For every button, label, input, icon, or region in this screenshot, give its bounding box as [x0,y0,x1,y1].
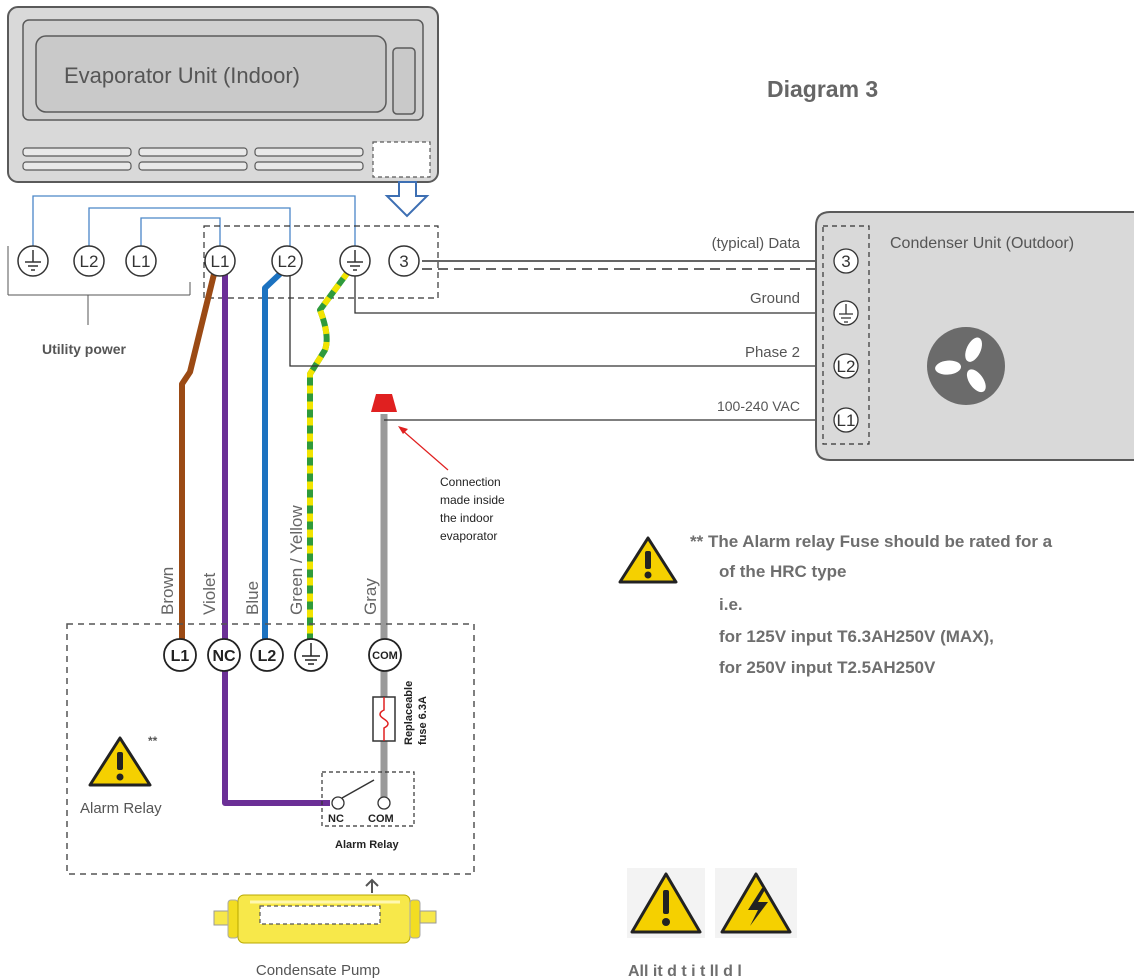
utility-power-terminals: Utility power L2 L1 [7,245,191,357]
svg-text:COM: COM [372,650,398,662]
relay-nc-terminal: NC [207,638,241,672]
warning-icon [88,736,152,787]
condenser-lines [289,260,830,421]
svg-text:of the HRC type: of the HRC type [719,562,847,581]
pump-label: Condensate Pump [256,962,380,979]
green-yellow-wire [307,270,351,650]
svg-text:NC: NC [212,648,236,665]
violet-wire [222,272,330,806]
relay-com-terminal: COM [368,638,402,672]
fuse-note-warning-icon [618,536,678,584]
svg-text:made inside: made inside [440,493,505,507]
relay-switch: NC COM Alarm Relay [321,771,415,851]
svg-text:COM: COM [368,813,394,825]
connection-note: Connection made inside the indoor evapor… [440,475,505,543]
ground-icon [302,643,320,665]
svg-text:the indoor: the indoor [440,511,493,525]
wire-color-labels: Brown Violet Blue Green / Yellow Gray [158,505,380,615]
evap-3-terminal: 3 [388,245,420,277]
condenser-label: Condenser Unit (Outdoor) [890,235,1074,252]
svg-text:Connection: Connection [440,475,501,489]
electric-hazard-icon [715,868,797,938]
relay-ground-terminal [294,638,328,672]
down-arrow-icon [384,181,430,218]
cond-3-terminal: 3 [833,248,859,274]
evaporator-label: Evaporator Unit (Indoor) [64,63,300,88]
relay-l2-terminal: L2 [250,638,284,672]
svg-text:NC: NC [328,813,344,825]
evap-ground-terminal [339,245,371,277]
condensate-pump [213,878,437,944]
phase2-line-label: Phase 2 [745,344,800,361]
condenser-unit: Condenser Unit (Outdoor) 3 L2 L1 [815,211,1134,461]
ground-line-label: Ground [750,290,800,307]
relay-double-star: ** [148,734,158,748]
utility-power-label: Utility power [42,341,127,357]
data-line-label: (typical) Data [712,235,801,252]
svg-text:Blue: Blue [243,581,262,615]
footer-partial-note: All it d t i t ll d l [628,963,742,979]
cond-l1-terminal: L1 [833,407,859,433]
evaporator-unit: Evaporator Unit (Indoor) [7,6,439,183]
svg-text:3: 3 [841,252,850,271]
replaceable-fuse: Replaceable fuse 6.3A [372,681,429,745]
evap-l2-terminal: L2 [271,245,303,277]
svg-text:L2: L2 [278,252,297,271]
svg-text:Brown: Brown [158,567,177,615]
fuse-note: ** The Alarm relay Fuse should be rated … [690,532,1053,677]
vac-line-label: 100-240 VAC [717,398,800,414]
svg-text:Violet: Violet [200,573,219,615]
svg-text:for 250V input T2.5AH250V: for 250V input T2.5AH250V [719,658,936,677]
blue-wire [262,269,285,650]
svg-text:L1: L1 [837,411,856,430]
svg-text:Green / Yellow: Green / Yellow [287,505,306,615]
evaporator-terminal-block [203,225,439,299]
svg-text:Replaceable: Replaceable [403,681,415,745]
utility-l1-terminal: L1 [125,245,157,277]
connection-pointer [398,426,449,471]
relay-caption: Alarm Relay [335,839,399,851]
utility-ground-terminal [17,245,49,277]
svg-text:L2: L2 [80,252,99,271]
svg-text:for 125V input T6.3AH250V (MAX: for 125V input T6.3AH250V (MAX), [719,627,994,646]
cond-l2-terminal: L2 [833,353,859,379]
utility-l2-terminal: L2 [73,245,105,277]
interconnect-lines [32,195,356,246]
ground-icon [25,250,41,271]
brown-wire [179,269,218,650]
svg-text:evaporator: evaporator [440,529,497,543]
alarm-relay-box [66,623,475,875]
ground-icon [347,250,363,271]
diagram-title: Diagram 3 [767,76,878,102]
svg-text:** The Alarm relay Fuse should: ** The Alarm relay Fuse should be rated … [690,532,1053,551]
svg-text:L1: L1 [132,252,151,271]
evap-l1-terminal: L1 [204,245,236,277]
wires [179,269,388,806]
svg-text:Gray: Gray [361,578,380,615]
svg-text:L1: L1 [211,252,230,271]
connector-cap [371,394,397,412]
svg-text:L1: L1 [171,648,190,665]
ground-icon [839,304,853,323]
fan-icon [927,327,1005,405]
svg-text:L2: L2 [258,648,277,665]
svg-text:L2: L2 [837,357,856,376]
warning-icon [627,868,705,938]
svg-text:i.e.: i.e. [719,595,743,614]
cond-ground-terminal [833,300,859,326]
alarm-relay-label: Alarm Relay [80,800,162,817]
svg-text:fuse 6.3A: fuse 6.3A [417,696,429,745]
svg-text:3: 3 [399,252,408,271]
relay-l1-terminal: L1 [163,638,197,672]
